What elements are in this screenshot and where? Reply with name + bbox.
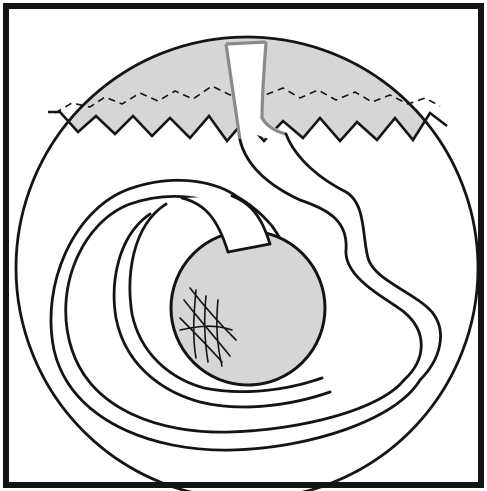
- drain-tube-top-edge: [226, 42, 266, 44]
